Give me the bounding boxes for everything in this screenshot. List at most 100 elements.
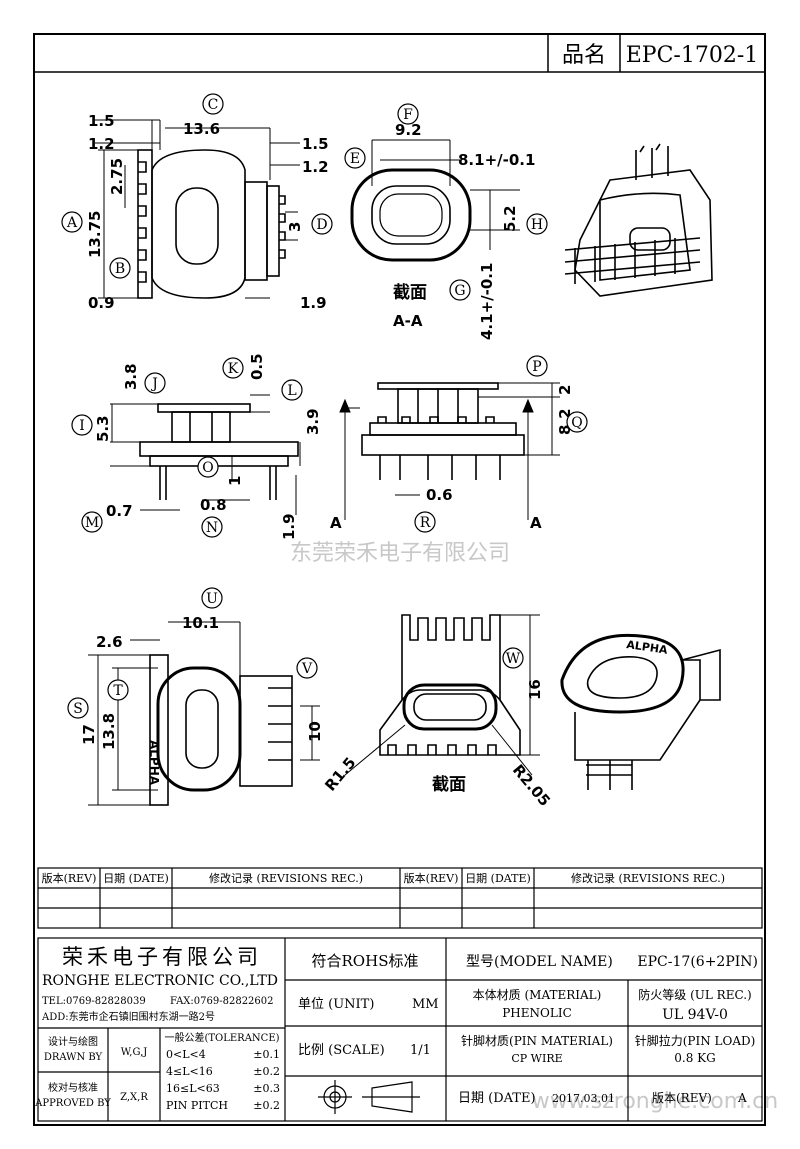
callout-circle	[222, 357, 244, 379]
callout-label: K	[228, 361, 239, 377]
callout-circle	[202, 93, 224, 115]
callout-label: W	[506, 651, 521, 667]
tolerance-value: ±0.1	[253, 1048, 280, 1061]
callout-label: I	[79, 418, 85, 434]
callout-circle	[502, 647, 524, 669]
section-title: 截面	[393, 282, 427, 303]
isometric-view-1	[564, 143, 713, 297]
drawn-by-en: DRAWN BY	[44, 1052, 103, 1063]
dim-s-17: 17	[80, 724, 98, 745]
callout-circle	[201, 516, 223, 538]
approved-by-cn: 校对与核准	[48, 1081, 98, 1094]
dim-r-06: 0.6	[426, 486, 453, 504]
ul-label: 防火等级 (UL REC.)	[638, 987, 751, 1002]
company-name-cn: 荣禾电子有限公司	[62, 945, 262, 969]
tolerance-title: 一般公差(TOLERANCE)	[164, 1031, 279, 1044]
company-name-en: RONGHE ELECTRONIC CO.,LTD	[42, 973, 278, 989]
callout-label: S	[73, 701, 83, 717]
callout-label: M	[85, 515, 99, 531]
dim-c-w9: 0.9	[88, 294, 115, 312]
dim-u-26: 2.6	[96, 633, 123, 651]
ul-value: UL 94V-0	[662, 1007, 728, 1023]
dim-w-16: 16	[526, 679, 544, 700]
callout-circle	[61, 211, 83, 233]
callout-label: O	[202, 460, 213, 476]
section-view	[350, 168, 472, 262]
dim-c-w3: 1.2	[88, 135, 115, 153]
company-tel: TEL:0769-82828039	[42, 996, 146, 1007]
callout-circle	[311, 213, 333, 235]
callout-circle	[107, 679, 129, 701]
dim-j-38: 3.8	[122, 363, 140, 390]
dim-n-19: 1.9	[280, 513, 298, 540]
callout-label: B	[115, 261, 125, 277]
part-number-box: 品名 EPC-1702-1	[34, 34, 765, 73]
dim-t-138: 13.8	[100, 713, 118, 750]
front-elevation	[361, 382, 525, 480]
callout-circle	[71, 414, 93, 436]
pin-load-label: 针脚拉力(PIN LOAD)	[635, 1033, 756, 1048]
callout-label: H	[531, 217, 543, 233]
callout-circle	[526, 355, 548, 377]
section-a-left: A	[330, 514, 342, 532]
dim-f-w: 9.2	[395, 121, 422, 139]
callout-label: T	[113, 683, 123, 699]
outer-frame	[33, 33, 766, 1126]
watermark: 东莞荣禾电子有限公司	[290, 541, 510, 566]
tolerance-range: 0<L<4	[166, 1048, 206, 1061]
callout-label: V	[301, 661, 313, 677]
callout-circle	[197, 456, 219, 478]
dim-c-w4: 2.75	[108, 158, 126, 195]
part-number-label: 品名	[562, 43, 606, 68]
callout-label: G	[454, 283, 465, 299]
dim-r205: R2.05	[509, 761, 554, 810]
iso-alpha-mark: ALPHA	[626, 638, 669, 657]
callout-label: P	[532, 359, 541, 375]
callout-label: J	[150, 376, 158, 392]
dim-k-05: 0.5	[248, 353, 266, 380]
approved-by-value: Z,X,R	[120, 1092, 148, 1103]
callout-circle	[526, 213, 548, 235]
dim-r15: R1.5	[321, 754, 359, 795]
dim-n-08: 0.8	[200, 496, 227, 514]
callout-label: F	[403, 107, 413, 123]
callout-circle	[397, 103, 419, 125]
callout-circle	[81, 511, 103, 533]
dim-c-w7: 1.2	[302, 158, 329, 176]
isometric-view-2	[560, 633, 721, 790]
top-view-alpha-mark: ALPHA	[147, 740, 161, 786]
top-view-dims	[88, 621, 320, 806]
dim-f-e: 8.1+/-0.1	[458, 151, 535, 169]
top-view	[149, 654, 293, 806]
revision-table	[37, 867, 763, 929]
rev-header-date-2: 日期 (DATE)	[465, 872, 531, 885]
watermark-url: www.szronghe.com.cn	[532, 1089, 778, 1114]
dim-c-w1: 1.5	[88, 112, 115, 130]
pin-material-label: 针脚材质(PIN MATERIAL)	[461, 1033, 613, 1048]
section-a-right: A	[530, 514, 542, 532]
dim-c-w10: 1.9	[300, 294, 327, 312]
callout-circle	[296, 657, 318, 679]
model-value: EPC-17(6+2PIN)	[637, 954, 758, 970]
rev-header-rev-2: 版本(REV)	[404, 871, 459, 885]
callout-label: Q	[571, 415, 582, 431]
company-address: ADD:东莞市企石镇旧围村东湖一路2号	[41, 1010, 215, 1023]
part-number-value: EPC-1702-1	[626, 43, 759, 68]
projection-symbol	[318, 1080, 420, 1114]
callout-label: U	[206, 591, 218, 607]
title-block-grid	[37, 937, 763, 1122]
company-fax: FAX:0769-82822602	[170, 996, 274, 1007]
callout-label: E	[350, 151, 360, 167]
model-label: 型号(MODEL NAME)	[466, 954, 613, 970]
tolerance-range: 16≤L<63	[166, 1082, 220, 1095]
rev-value: A	[737, 1091, 747, 1105]
dim-o-1: 1	[226, 476, 244, 486]
dim-c-w2: 13.6	[183, 120, 220, 138]
pin-load-value: 0.8 KG	[674, 1051, 715, 1065]
callout-label: D	[316, 217, 327, 233]
dim-c-w6: 1.5	[302, 135, 329, 153]
tolerance-value: ±0.3	[253, 1082, 280, 1095]
tolerance-value: ±0.2	[253, 1065, 280, 1078]
